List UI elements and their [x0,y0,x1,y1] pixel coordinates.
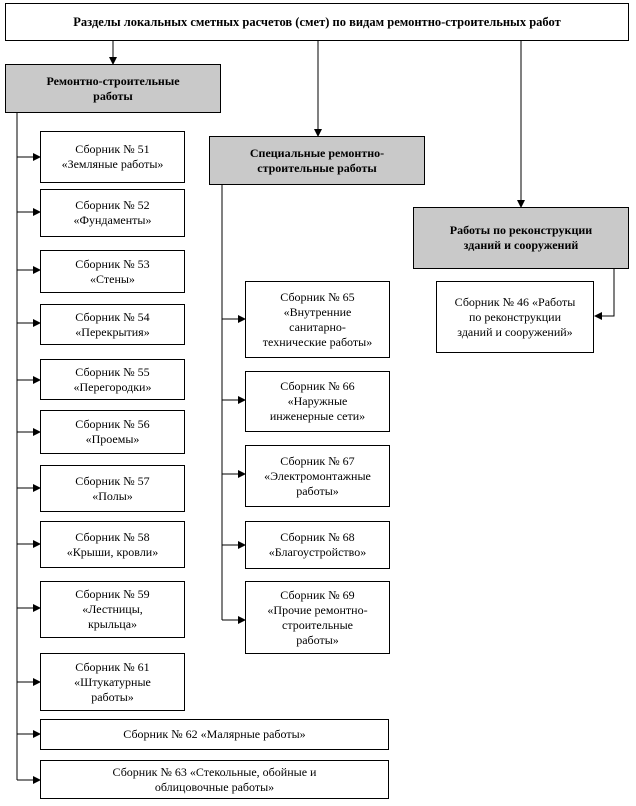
cat3-connector [594,269,615,320]
item-sbornik-53: Сборник № 53 «Стены» [40,250,185,293]
root-title-box: Разделы локальных сметных расчетов (смет… [5,3,629,41]
item-sbornik-56: Сборник № 56 «Проемы» [40,410,185,454]
item-sbornik-57: Сборник № 57 «Полы» [40,465,185,512]
item-sbornik-67: Сборник № 67 «Электромонтажные работы» [245,445,390,507]
item-sbornik-54: Сборник № 54 «Перекрытия» [40,304,185,345]
item-sbornik-69: Сборник № 69 «Прочие ремонтно- строитель… [245,581,390,654]
category-repair-construction: Ремонтно-строительные работы [5,64,221,113]
item-sbornik-62: Сборник № 62 «Малярные работы» [40,719,389,750]
category-reconstruction: Работы по реконструкции зданий и сооруже… [413,207,629,269]
item-sbornik-58: Сборник № 58 «Крыши, кровли» [40,521,185,568]
item-sbornik-59: Сборник № 59 «Лестницы, крыльца» [40,581,185,638]
item-sbornik-63: Сборник № 63 «Стекольные, обойные и обли… [40,760,389,799]
item-sbornik-52: Сборник № 52 «Фундаменты» [40,189,185,237]
item-sbornik-68: Сборник № 68 «Благоустройство» [245,521,390,569]
item-sbornik-46: Сборник № 46 «Работы по реконструкции зд… [436,281,594,353]
item-sbornik-55: Сборник № 55 «Перегородки» [40,359,185,400]
item-sbornik-61: Сборник № 61 «Штукатурные работы» [40,653,185,711]
item-sbornik-66: Сборник № 66 «Наружные инженерные сети» [245,371,390,432]
item-sbornik-51: Сборник № 51 «Земляные работы» [40,131,185,183]
item-sbornik-65: Сборник № 65 «Внутренние санитарно- техн… [245,281,390,358]
category-special-repair: Специальные ремонтно- строительные работ… [209,136,425,185]
